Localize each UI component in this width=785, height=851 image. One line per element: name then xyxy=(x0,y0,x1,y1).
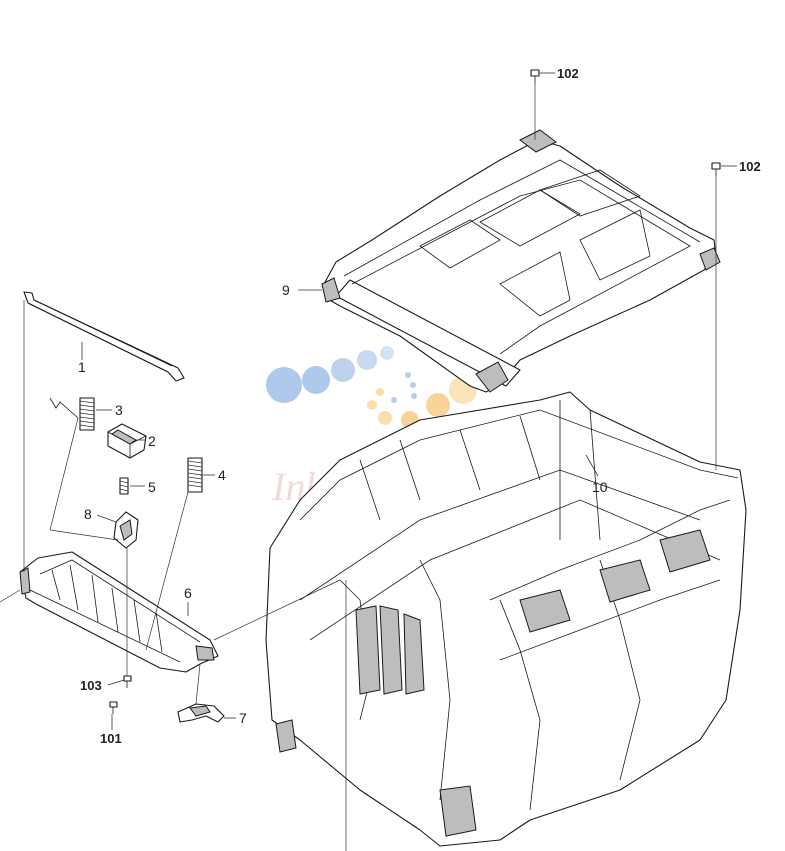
part-9-transfer-unit xyxy=(321,129,721,393)
callout-leaders xyxy=(81,72,737,730)
callout-102-right: 102 xyxy=(739,159,761,174)
part-2-block xyxy=(107,423,147,459)
screw-102b xyxy=(711,162,721,176)
screw-102a xyxy=(530,69,540,84)
callout-8: 8 xyxy=(84,506,92,522)
callout-5: 5 xyxy=(148,479,156,495)
callout-6: 6 xyxy=(184,585,192,601)
screw-101 xyxy=(109,701,118,714)
callout-2: 2 xyxy=(148,433,156,449)
part-1-bar xyxy=(23,291,185,382)
part-4-spring xyxy=(187,457,203,493)
main-frame xyxy=(265,391,747,847)
callout-1: 1 xyxy=(78,359,86,375)
assembly-lines xyxy=(0,84,717,851)
callout-3: 3 xyxy=(115,402,123,418)
screw-103 xyxy=(123,675,132,688)
callout-103: 103 xyxy=(80,678,102,693)
part-5-spring xyxy=(119,477,129,495)
callout-labels: 102 102 9 1 3 2 5 4 8 10 6 103 7 101 xyxy=(78,66,761,746)
callout-10: 10 xyxy=(592,479,608,495)
callout-101: 101 xyxy=(100,731,122,746)
callout-4: 4 xyxy=(218,467,226,483)
part-7-lever xyxy=(177,703,225,723)
callout-102-top: 102 xyxy=(557,66,579,81)
part-6-tray xyxy=(19,551,219,673)
callout-9: 9 xyxy=(282,282,290,298)
callout-7: 7 xyxy=(239,710,247,726)
part-3-spring xyxy=(49,397,95,431)
part-8-guide xyxy=(113,511,139,549)
